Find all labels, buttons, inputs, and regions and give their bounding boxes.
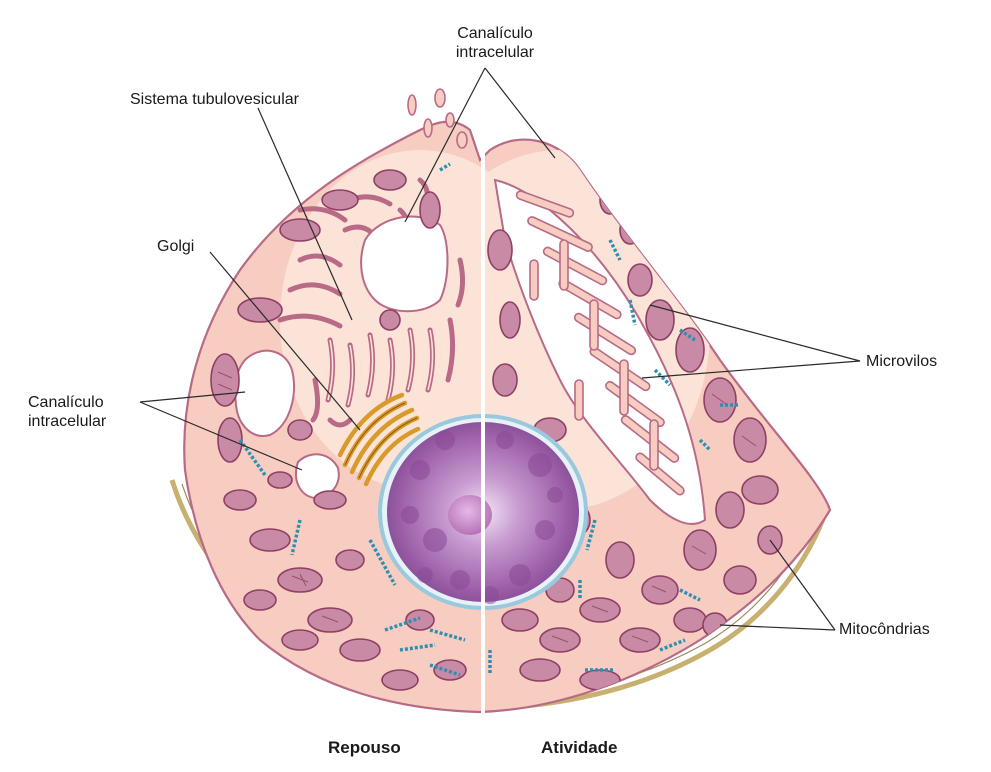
label-canaliculo-left-line1: Canalículo: [28, 394, 104, 411]
label-repouso: Repouso: [328, 738, 401, 757]
label-golgi: Golgi: [157, 238, 195, 255]
canaliculus-left-top: [360, 215, 449, 313]
label-atividade: Atividade: [541, 738, 618, 757]
canaliculus-left-low: [295, 453, 340, 500]
canalicular-network-right: [493, 178, 707, 525]
label-canaliculo-top: Canalículo intracelular: [440, 24, 550, 62]
chromatin: [401, 430, 563, 604]
label-canaliculo-left: Canalículo intracelular: [28, 393, 106, 431]
apical-fragments: [407, 88, 468, 149]
label-canaliculo-top-line1: Canalículo: [457, 25, 533, 42]
leader-lines: [139, 67, 861, 631]
nucleolus: [448, 495, 492, 535]
label-microvilos: Microvilos: [866, 353, 938, 370]
rough-er: [238, 162, 740, 677]
label-canaliculo-top-line2: intracelular: [455, 44, 535, 61]
label-canaliculo-left-line2: intracelular: [28, 413, 107, 430]
label-sistema-tubulovesicular: Sistema tubulovesicular: [130, 91, 299, 108]
label-mitocondrias: Mitocôndrias: [839, 621, 930, 638]
